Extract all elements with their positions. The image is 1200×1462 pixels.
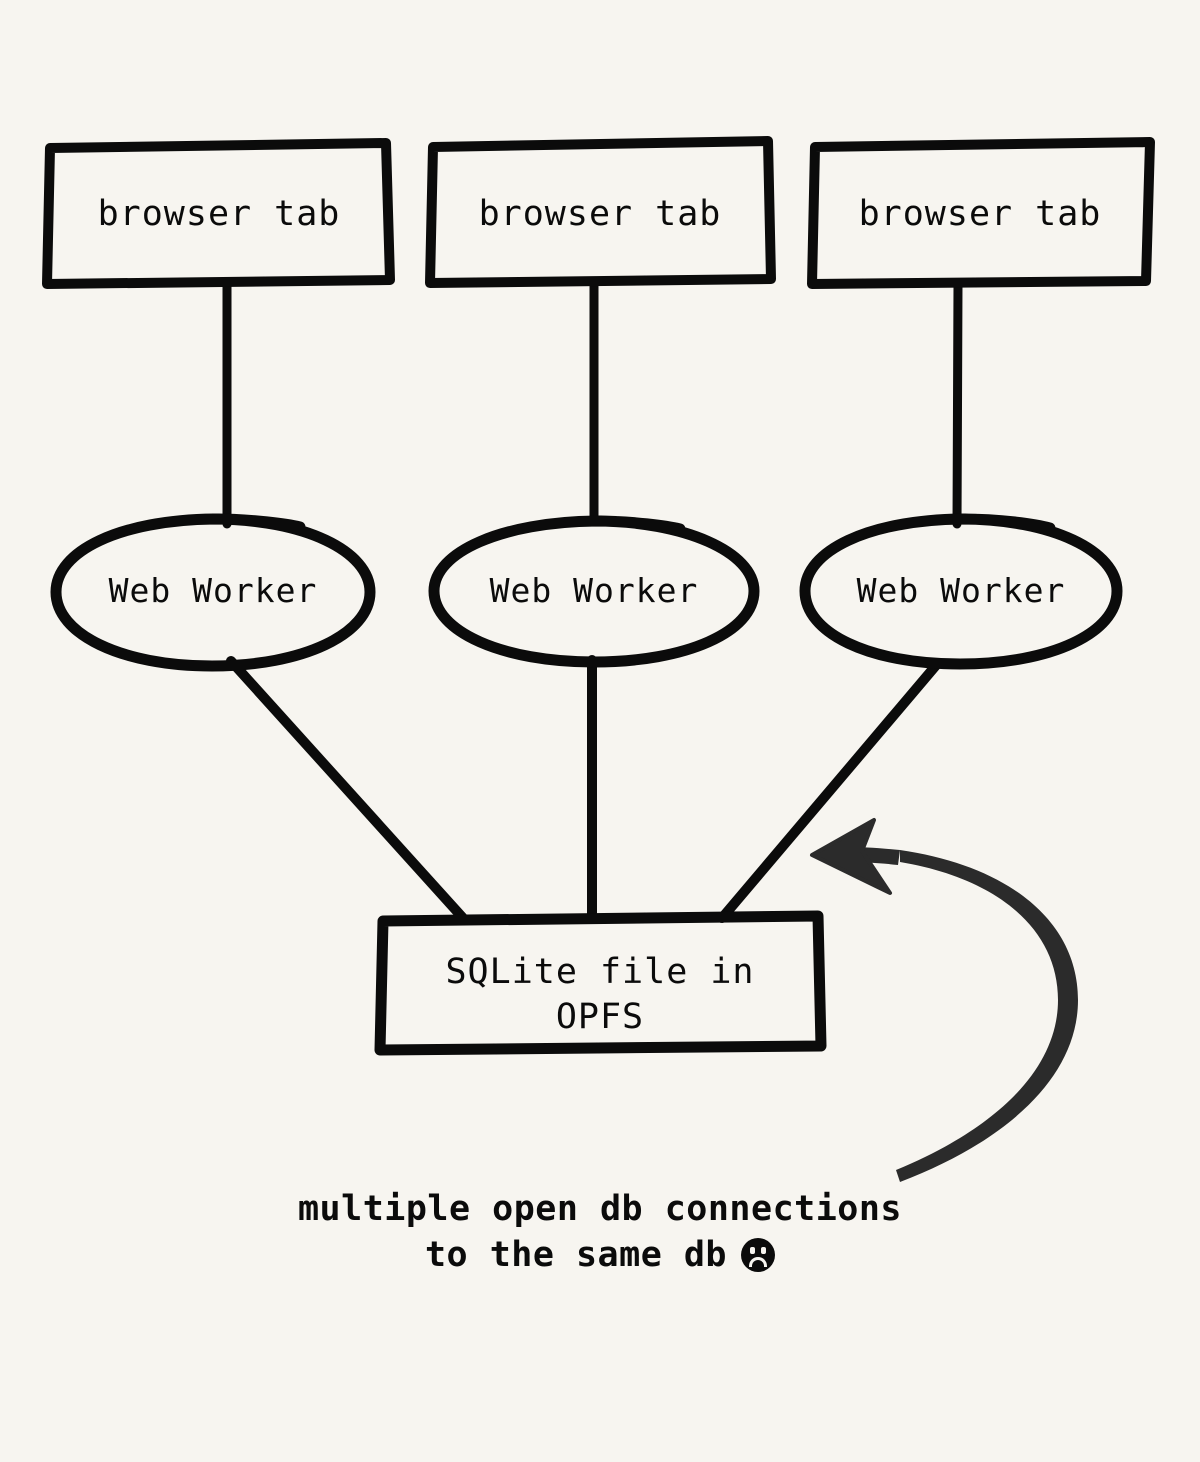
annotation-arrow	[810, 818, 1078, 1182]
caption-line-1: multiple open db connections	[297, 1189, 902, 1229]
worker-ellipse-2[interactable]	[428, 515, 760, 668]
connector-group-worker-to-store	[226, 655, 943, 923]
connector-group-tab-to-worker	[222, 277, 963, 529]
annotation-arrow-head	[810, 818, 892, 895]
frowning-face-icon	[741, 1238, 775, 1273]
tab-box-2[interactable]	[425, 136, 776, 288]
annotation-arrow-curve	[896, 850, 1078, 1182]
connector-tab-3-to-worker-3	[952, 280, 963, 529]
worker-ellipse-group	[50, 513, 1123, 672]
caption-line-2-wrap: to the same db	[150, 1232, 1050, 1278]
frowning-face-mouth	[749, 1257, 767, 1268]
store-box-sqlite-opfs[interactable]	[374, 910, 827, 1056]
caption-line-2: to the same db	[424, 1235, 727, 1276]
worker-ellipse-3[interactable]	[799, 513, 1123, 670]
tab-box-3[interactable]	[807, 137, 1155, 289]
frowning-face-eye-left	[750, 1247, 755, 1255]
frowning-face-eye-right	[761, 1247, 766, 1255]
tab-box-group	[42, 136, 1155, 289]
caption: multiple open db connections to the same…	[150, 1186, 1050, 1278]
worker-ellipse-1[interactable]	[50, 513, 376, 672]
connector-worker-3-to-store	[717, 658, 943, 923]
tab-box-1[interactable]	[42, 138, 395, 289]
connector-worker-1-to-store	[226, 656, 468, 923]
